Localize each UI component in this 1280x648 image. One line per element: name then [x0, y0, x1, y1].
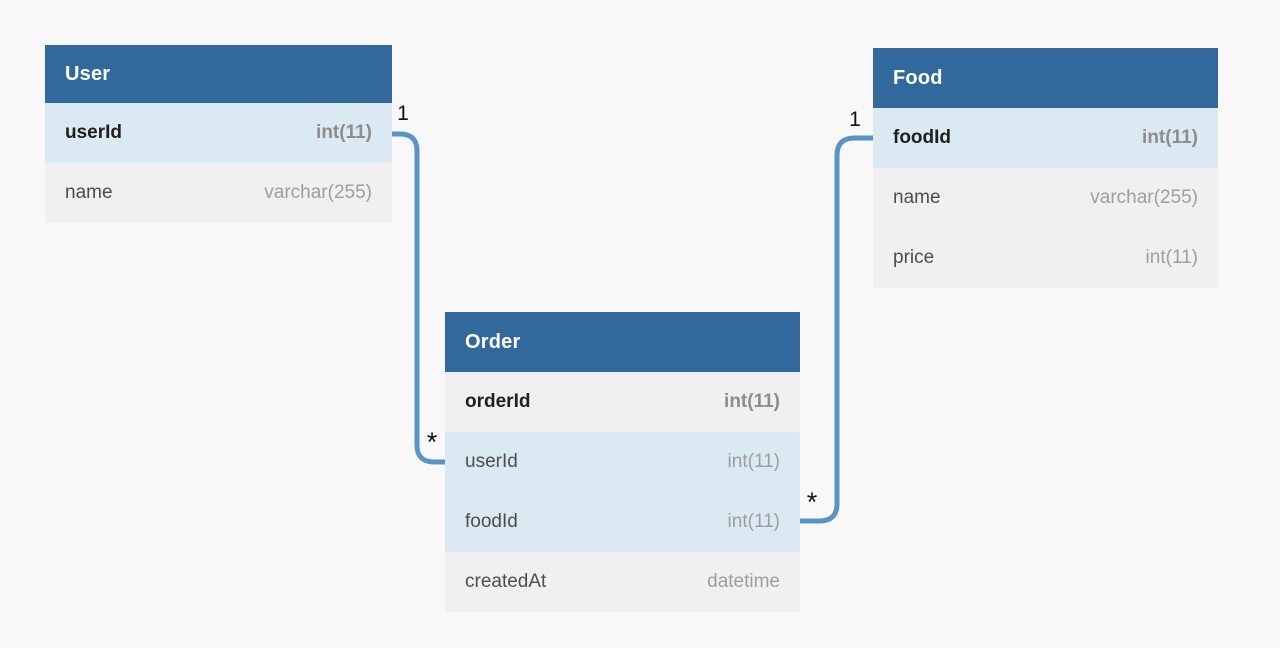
cardinality-many-label: *: [806, 487, 818, 517]
field-type: int(11): [724, 391, 780, 412]
table-food-row-foodid[interactable]: foodId int(11): [873, 108, 1218, 168]
field-type: int(11): [1142, 127, 1198, 148]
table-order-row-userid[interactable]: userId int(11): [445, 432, 800, 492]
table-order-row-foodid[interactable]: foodId int(11): [445, 492, 800, 552]
field-type: varchar(255): [264, 182, 372, 203]
cardinality-many-label: *: [426, 427, 438, 457]
table-food-row-name[interactable]: name varchar(255): [873, 168, 1218, 228]
field-name: userId: [465, 451, 518, 472]
field-name: createdAt: [465, 571, 547, 592]
table-order-header[interactable]: Order: [445, 312, 800, 372]
field-name: userId: [65, 122, 123, 143]
table-food-row-price[interactable]: price int(11): [873, 228, 1218, 288]
field-name: name: [65, 182, 113, 203]
table-order-row-orderid[interactable]: orderId int(11): [445, 372, 800, 432]
table-order-row-createdat[interactable]: createdAt datetime: [445, 552, 800, 612]
field-name: orderId: [465, 391, 531, 412]
field-name: foodId: [893, 127, 952, 148]
field-type: datetime: [707, 571, 780, 592]
table-user-row-name[interactable]: name varchar(255): [45, 163, 392, 223]
field-type: int(11): [727, 511, 780, 532]
table-user-row-userid[interactable]: userId int(11): [45, 103, 392, 163]
relationship-user-order-line[interactable]: [392, 131, 445, 465]
table-food[interactable]: Food foodId int(11) name varchar(255) pr…: [873, 48, 1218, 288]
field-type: int(11): [727, 451, 780, 472]
table-order[interactable]: Order orderId int(11) userId int(11) foo…: [445, 312, 800, 612]
table-user[interactable]: User userId int(11) name varchar(255): [45, 45, 392, 223]
field-type: varchar(255): [1090, 187, 1198, 208]
field-type: int(11): [1145, 247, 1198, 268]
field-name: name: [893, 187, 941, 208]
field-type: int(11): [316, 122, 372, 143]
cardinality-one-label: 1: [849, 108, 861, 131]
field-name: foodId: [465, 511, 518, 532]
cardinality-one-label: 1: [397, 102, 409, 125]
field-name: price: [893, 247, 935, 268]
relationship-food-order-line[interactable]: [800, 135, 873, 524]
table-user-header[interactable]: User: [45, 45, 392, 103]
table-food-header[interactable]: Food: [873, 48, 1218, 108]
